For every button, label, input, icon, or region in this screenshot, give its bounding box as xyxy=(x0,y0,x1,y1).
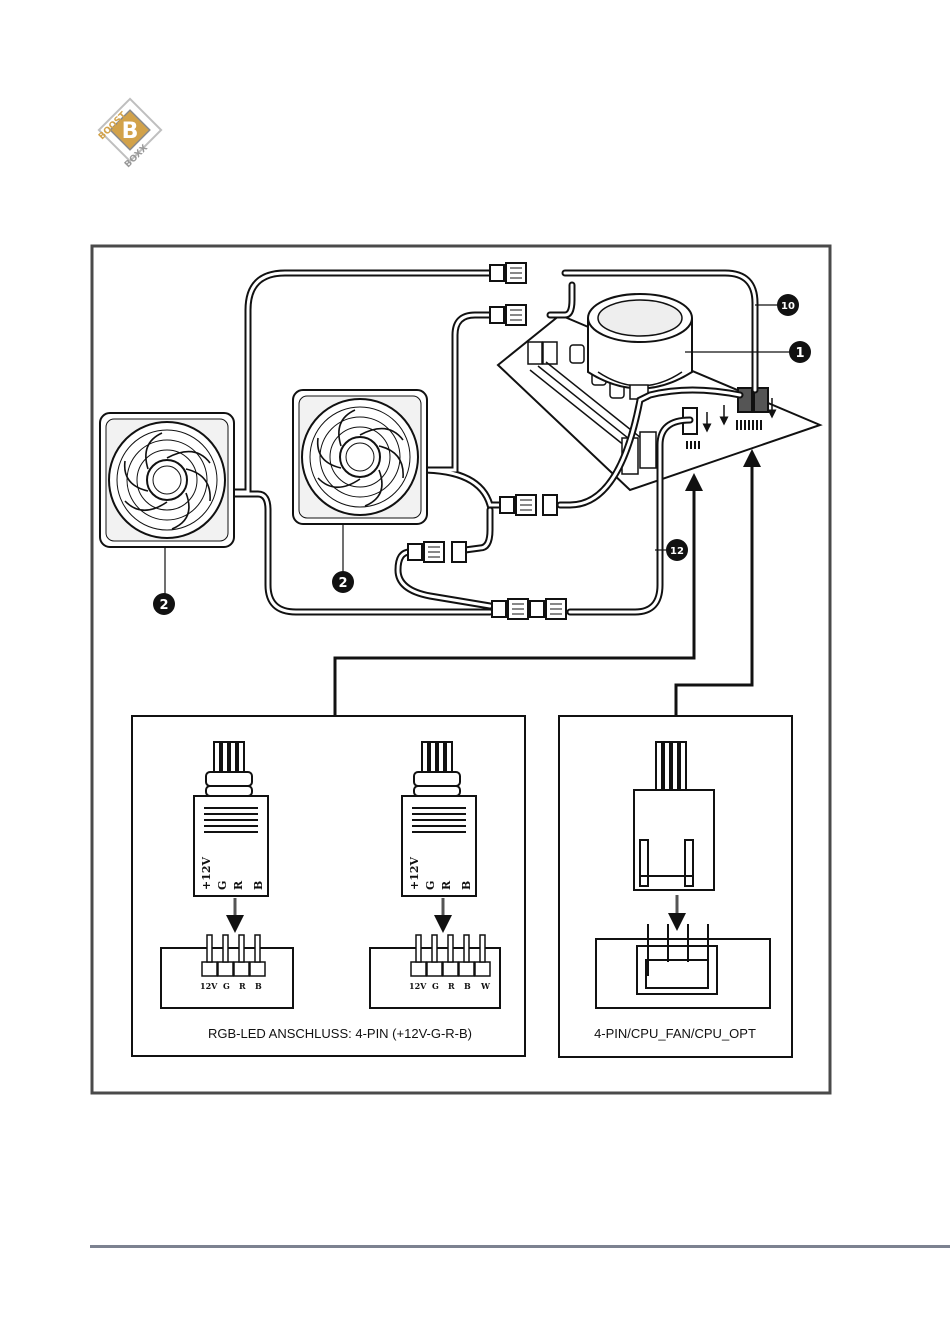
rgb-panel: +12V G R B +12V G R B 12V G R B xyxy=(132,716,525,1056)
header-b-pin-1: 12V xyxy=(409,981,427,991)
plug-a-pin-2: G xyxy=(216,881,229,890)
callout-fan-middle-label: 2 xyxy=(338,576,347,591)
header-a-pin-4: B xyxy=(255,981,262,991)
plug-a-pin-3: R xyxy=(232,880,245,890)
header-b-pin-5: W xyxy=(480,981,491,991)
header-a-pin-1: 12V xyxy=(200,981,218,991)
footer-rule xyxy=(90,1245,950,1248)
callout-fan-left: 2 xyxy=(153,593,175,615)
plug-a-pin-1: +12V xyxy=(200,856,213,890)
callout-cable-bottom: 12 xyxy=(666,539,688,561)
fan-panel: 4-PIN/CPU_FAN/CPU_OPT xyxy=(559,716,792,1057)
plug-b-pin-2: G xyxy=(424,881,437,890)
callout-cable-top-label: 10 xyxy=(781,301,795,312)
fan-panel-caption: 4-PIN/CPU_FAN/CPU_OPT xyxy=(594,1026,756,1041)
fan-left xyxy=(100,413,234,547)
header-b-pin-4: B xyxy=(464,981,471,991)
plug-b-pin-3: R xyxy=(440,880,453,890)
fan-middle xyxy=(293,390,427,524)
callout-cable-top: 10 xyxy=(777,294,799,316)
callout-fan-left-label: 2 xyxy=(159,598,168,613)
plug-a-pin-4: B xyxy=(252,881,265,890)
callout-cable-bottom-label: 12 xyxy=(670,546,684,557)
header-b-pin-3: R xyxy=(448,981,455,991)
header-b-pin-2: G xyxy=(432,981,439,991)
callout-fan-middle: 2 xyxy=(332,571,354,593)
rgb-panel-caption: RGB-LED ANSCHLUSS: 4-PIN (+12V-G-R-B) xyxy=(208,1026,472,1041)
plug-b-pin-1: +12V xyxy=(408,856,421,890)
plug-b-pin-4: B xyxy=(460,881,473,890)
callout-cooler-label: 1 xyxy=(795,346,804,361)
header-a-pin-3: R xyxy=(239,981,246,991)
callout-cooler: 1 xyxy=(789,341,811,363)
header-a-pin-2: G xyxy=(223,981,230,991)
